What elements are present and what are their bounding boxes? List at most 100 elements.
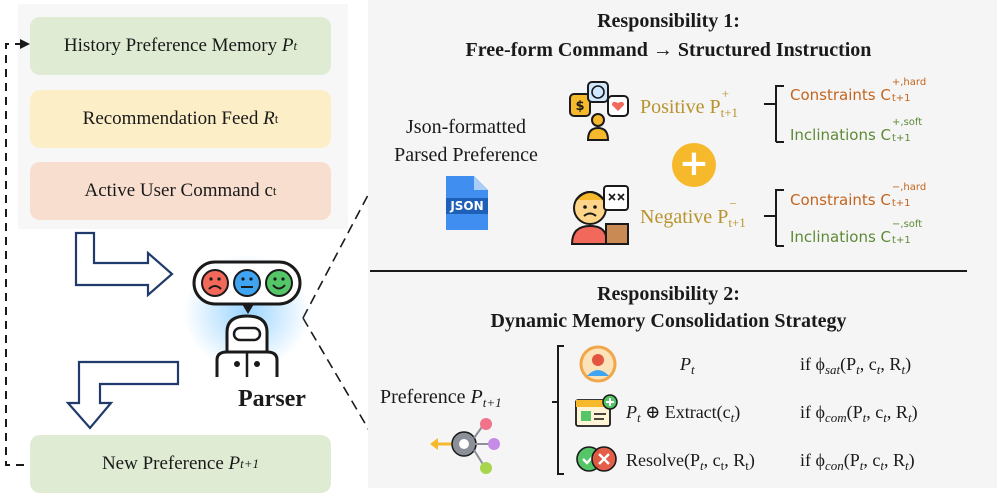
row1-if: if ϕ (800, 354, 825, 374)
positive-word: Positive (640, 96, 705, 118)
pos-inclinations-sub: t+1 (892, 133, 911, 144)
output-arrow (65, 360, 180, 430)
row3-end: , R (724, 450, 746, 470)
positive-preference-icon: $ (569, 81, 629, 141)
row1-close: ) (905, 354, 912, 374)
preference-label: Preference Pt+1 (380, 386, 502, 411)
neg-inclinations: Inclinations C −,soft t+1 (790, 219, 929, 246)
json-label-line2: Parsed Preference (394, 144, 538, 166)
neg-inclinations-sym: C (880, 228, 892, 246)
pos-constraints-sub: t+1 (891, 93, 911, 104)
preference-word: Preference (380, 386, 466, 408)
row2-p-sub: t (637, 410, 641, 425)
satisfied-user-icon (579, 345, 617, 383)
extract-window-icon (575, 394, 618, 427)
consolidation-gear-icon (430, 418, 500, 474)
pos-constraints-sym: C (880, 86, 891, 104)
row3-c: , c (863, 450, 881, 470)
input-arrow (74, 231, 174, 298)
row2-if: if ϕ (800, 402, 825, 422)
neg-constraints-sub: t+1 (891, 198, 911, 209)
new-pref-subscript: t+1 (240, 456, 260, 471)
row1-c-sub: t (876, 362, 881, 377)
history-subscript: t (293, 38, 298, 53)
pos-inclinations-sym: C (880, 126, 892, 144)
resp1-subheading: Free-form Command → Structured Instructi… (465, 39, 872, 61)
pos-constraints-sup: +,hard (891, 77, 927, 88)
row1-cond-sub: sat (824, 362, 841, 377)
neg-constraints: Constraints C −,hard t+1 (790, 182, 929, 209)
row3-close: ) (748, 450, 755, 470)
row3-r-sub: t (745, 458, 749, 473)
row3-expr: Resolve(P (626, 450, 700, 470)
command-label: Active User Command (84, 180, 260, 201)
row1-r-sub: t (901, 362, 906, 377)
resp1-title: Responsibility 1: Free-form Command → St… (370, 10, 967, 62)
new-pref-symbol: P (228, 453, 241, 474)
row2-expr-close: ) (734, 402, 741, 422)
parser-robot-icon (184, 254, 310, 377)
pos-inclinations: Inclinations C +,soft t+1 (790, 117, 929, 144)
row3-r-sub2: t (905, 458, 909, 473)
neg-inclinations-sup: −,soft (892, 219, 923, 230)
strategy-row-satisfied: Pt (680, 354, 695, 378)
feedback-arrowhead (20, 39, 30, 49)
json-label: Json-formatted Parsed Preference (376, 113, 556, 169)
plus-glyph: + (678, 143, 710, 184)
resp2-heading: Responsibility 2: (597, 283, 740, 305)
pos-inclinations-label: Inclinations (790, 126, 876, 144)
row1-open: (P (840, 354, 857, 374)
neg-inclinations-sub: t+1 (892, 235, 911, 246)
neg-constraints-sup: −,hard (891, 182, 927, 193)
resp2-subheading: Dynamic Memory Consolidation Strategy (490, 310, 847, 332)
positive-sup: + (721, 86, 729, 101)
parser-label: Parser (238, 386, 306, 412)
row2-p-sub2: t (862, 410, 867, 425)
row1-p-sub: t (856, 362, 860, 377)
feedback-loop-line (5, 43, 24, 466)
history-label: History Preference Memory (63, 35, 278, 56)
pos-constraints-label: Constraints (790, 86, 876, 104)
neg-constraints-sym: C (880, 191, 891, 209)
command-symbol: c (264, 180, 273, 201)
row2-p: P (626, 402, 637, 422)
preference-subscript: t+1 (482, 395, 502, 410)
row3-mid: , c (703, 450, 721, 470)
row2-c-sub: t (883, 410, 887, 425)
pos-constraints: Constraints C +,hard t+1 (790, 77, 929, 104)
pos-inclinations-sup: +,soft (892, 117, 923, 128)
row3-cond-sub: con (824, 458, 844, 473)
brace-layer (764, 85, 784, 247)
negative-preference-icon (570, 185, 629, 245)
row1-c: , c (859, 354, 877, 374)
consolidation-brace (552, 345, 564, 475)
row2-r: , R (886, 402, 908, 422)
row3-close2: ) (908, 450, 915, 470)
negative-brace (764, 189, 784, 247)
row3-c-sub: t (720, 458, 725, 473)
positive-label: Positive P + t+1 (640, 86, 747, 120)
plus-circle-icon: + (672, 143, 716, 187)
history-symbol: P (281, 35, 294, 56)
resp2-title: Responsibility 2: Dynamic Memory Consoli… (370, 283, 967, 333)
json-file-icon: JSON (446, 176, 488, 230)
json-icon-text: JSON (449, 199, 483, 213)
row3-r: , R (884, 450, 906, 470)
row3-if: if ϕ (800, 450, 825, 470)
strategy-cond-complementary: if ϕcom(Pt, ct, Rt) (800, 402, 918, 426)
row3-p-sub2: t (859, 458, 864, 473)
zoom-line-top (302, 179, 377, 319)
negative-sup: − (729, 196, 737, 211)
row1-expr-sub: t (691, 362, 695, 377)
negative-symbol: P (717, 206, 729, 228)
neg-constraints-label: Constraints (790, 191, 876, 209)
negative-label: Negative P − t+1 (640, 196, 754, 230)
strategy-row-complementary: Pt ⊕ Extract(ct) (626, 402, 740, 426)
preference-symbol: P (470, 386, 483, 408)
strategy-row-conflict: Resolve(Pt, ct, Rt) (626, 450, 755, 474)
row1-r: , R (880, 354, 902, 374)
row3-c-sub2: t (880, 458, 885, 473)
